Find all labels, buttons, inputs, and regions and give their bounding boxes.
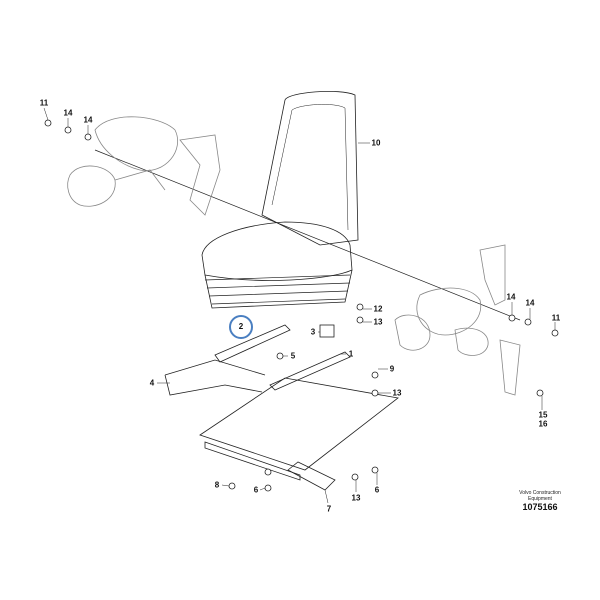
brand-line-2: Equipment xyxy=(528,496,552,502)
callout-4[interactable]: 4 xyxy=(149,378,155,388)
callout-2-highlighted[interactable]: 2 xyxy=(229,315,253,339)
part-7 xyxy=(287,461,336,491)
rail-2 xyxy=(214,324,291,363)
callout-9[interactable]: 9 xyxy=(389,364,395,374)
callout-6[interactable]: 6 xyxy=(253,485,259,495)
callout-16[interactable]: 16 xyxy=(538,419,548,429)
callout-14[interactable]: 14 xyxy=(63,108,73,118)
callout-10[interactable]: 10 xyxy=(371,138,381,148)
callout-13[interactable]: 13 xyxy=(373,317,383,327)
axis-line xyxy=(94,149,521,321)
callout-12[interactable]: 12 xyxy=(373,304,383,314)
callout-15[interactable]: 15 xyxy=(538,410,548,420)
suspension xyxy=(204,274,351,305)
drawing-number: 1075166 xyxy=(522,502,558,512)
part-3 xyxy=(319,324,335,338)
callout-13[interactable]: 13 xyxy=(351,493,361,503)
callout-11[interactable]: 11 xyxy=(39,98,49,108)
brand-line-1: Volvo Construction xyxy=(519,490,561,496)
callout-6[interactable]: 6 xyxy=(374,485,380,495)
callout-14[interactable]: 14 xyxy=(506,292,516,302)
seat-cushion xyxy=(201,221,353,281)
seat-back xyxy=(261,91,359,246)
drawing-footer: Volvo Construction Equipment 1075166 xyxy=(519,490,561,512)
left-armrest-ghost xyxy=(67,116,221,216)
right-armrest-ghost xyxy=(394,244,521,396)
callout-11[interactable]: 11 xyxy=(551,313,561,323)
callout-14[interactable]: 14 xyxy=(525,298,535,308)
rail-1 xyxy=(269,351,351,391)
base-plate xyxy=(199,377,399,471)
callout-5[interactable]: 5 xyxy=(290,351,296,361)
callout-1[interactable]: 1 xyxy=(348,349,354,359)
wire-4 xyxy=(164,359,266,396)
leader-lines xyxy=(43,107,556,504)
callout-3[interactable]: 3 xyxy=(310,327,316,337)
callout-8[interactable]: 8 xyxy=(214,480,220,490)
callout-14[interactable]: 14 xyxy=(83,115,93,125)
callout-7[interactable]: 7 xyxy=(326,504,332,514)
callout-13[interactable]: 13 xyxy=(392,388,402,398)
